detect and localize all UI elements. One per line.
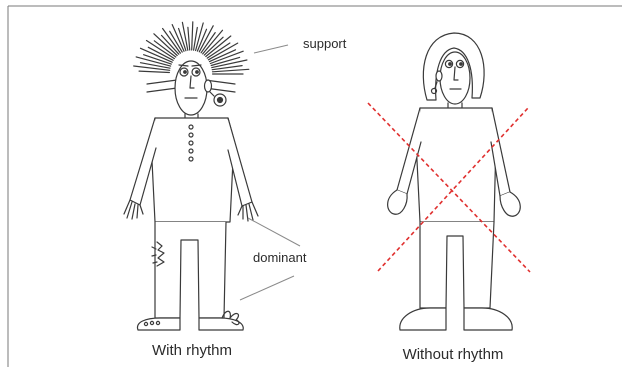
trousers-right [420, 222, 494, 308]
ear-left [205, 80, 212, 92]
figure-without-rhythm [388, 33, 521, 330]
hair-spike [192, 22, 193, 50]
shoe-right-fig-right [464, 308, 512, 330]
support-leader [254, 45, 288, 53]
hair-spike [213, 69, 249, 72]
head-right [440, 52, 470, 104]
hand-right-fig-left [388, 190, 407, 214]
ear-right [436, 71, 442, 81]
shoe-right-fig-left [400, 308, 446, 330]
pupil-right-2 [460, 63, 463, 66]
dominant-leader-2 [240, 276, 294, 300]
earring-center [218, 98, 223, 103]
hair-spike [139, 71, 169, 72]
dominant-leader-1 [248, 218, 300, 246]
dominant-label: dominant [253, 250, 307, 265]
hair-spike [188, 27, 190, 50]
trousers-left [155, 222, 226, 318]
hair-spike [182, 22, 187, 50]
pupil-left-1 [184, 71, 187, 74]
arm-left-side [130, 118, 156, 205]
earring-chain [210, 92, 214, 96]
arm-right-fig-left [397, 108, 421, 194]
hair-spike [147, 80, 177, 84]
hand-right-fig-right [500, 192, 520, 216]
hair-spike [147, 88, 177, 92]
caption-without-rhythm: Without rhythm [403, 346, 504, 363]
caption-with-rhythm: With rhythm [152, 342, 232, 359]
pupil-left-2 [196, 71, 199, 74]
figure-with-rhythm [124, 22, 258, 330]
support-label: support [303, 36, 347, 51]
pupil-right-1 [449, 63, 452, 66]
